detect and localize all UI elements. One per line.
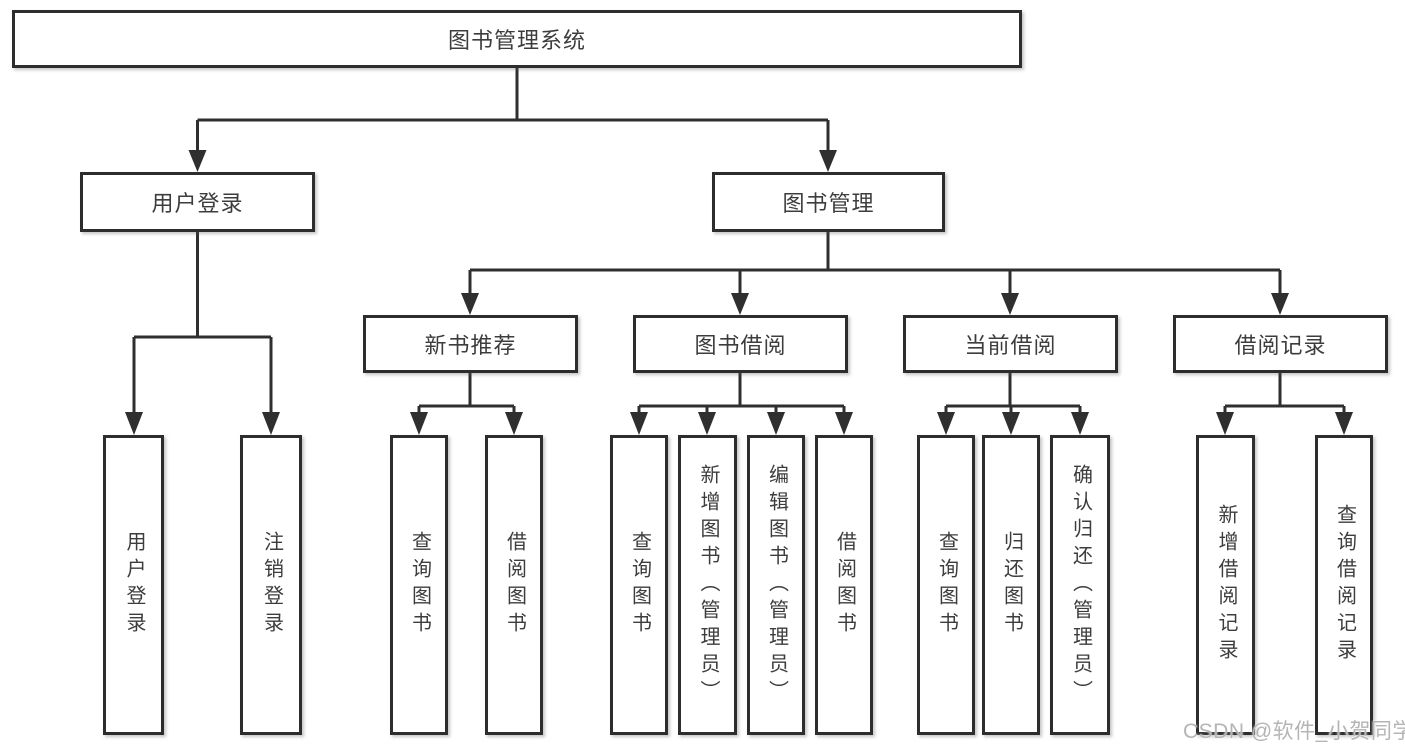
leaf-confirm-return-admin: 确认归还（管理员） [1050, 435, 1110, 735]
leaf-add-borrow-record: 新增借阅记录 [1196, 435, 1255, 735]
leaf-borrow-book: 借阅图书 [815, 435, 873, 735]
edge-group-book-mgmt [461, 232, 1289, 315]
leaf-add-book-admin: 新增图书（管理员） [678, 435, 737, 735]
node-current-borrowing: 当前借阅 [903, 315, 1118, 373]
leaf-borrow-book: 借阅图书 [485, 435, 543, 735]
edge-group-user-login [125, 232, 280, 435]
edge-group-current-borrow [937, 373, 1089, 435]
leaf-logout: 注销登录 [240, 435, 302, 735]
leaf-return-book: 归还图书 [982, 435, 1040, 735]
leaf-edit-book-admin: 编辑图书（管理员） [747, 435, 805, 735]
leaf-query-book: 查询图书 [610, 435, 668, 735]
arrowhead-book-mgmt [819, 150, 837, 172]
leaf-user-login: 用户登录 [103, 435, 164, 735]
leaf-query-book: 查询图书 [390, 435, 448, 735]
node-borrowing-records: 借阅记录 [1173, 315, 1388, 373]
node-new-book-recommendation: 新书推荐 [363, 315, 578, 373]
node-user-login: 用户登录 [80, 172, 315, 232]
node-root: 图书管理系统 [12, 10, 1022, 68]
arrowhead-user-login [188, 150, 207, 172]
watermark: CSDN @软件_小贺同学 [1183, 720, 1405, 743]
edge-group-borrow-record [1216, 373, 1353, 435]
edge-group-root [188, 68, 837, 172]
node-book-management: 图书管理 [712, 172, 945, 232]
edge-group-new-book-rec [410, 373, 523, 435]
leaf-query-borrow-record: 查询借阅记录 [1315, 435, 1373, 735]
node-book-borrowing: 图书借阅 [633, 315, 848, 373]
edge-group-book-borrow [630, 373, 853, 435]
leaf-query-book: 查询图书 [917, 435, 975, 735]
